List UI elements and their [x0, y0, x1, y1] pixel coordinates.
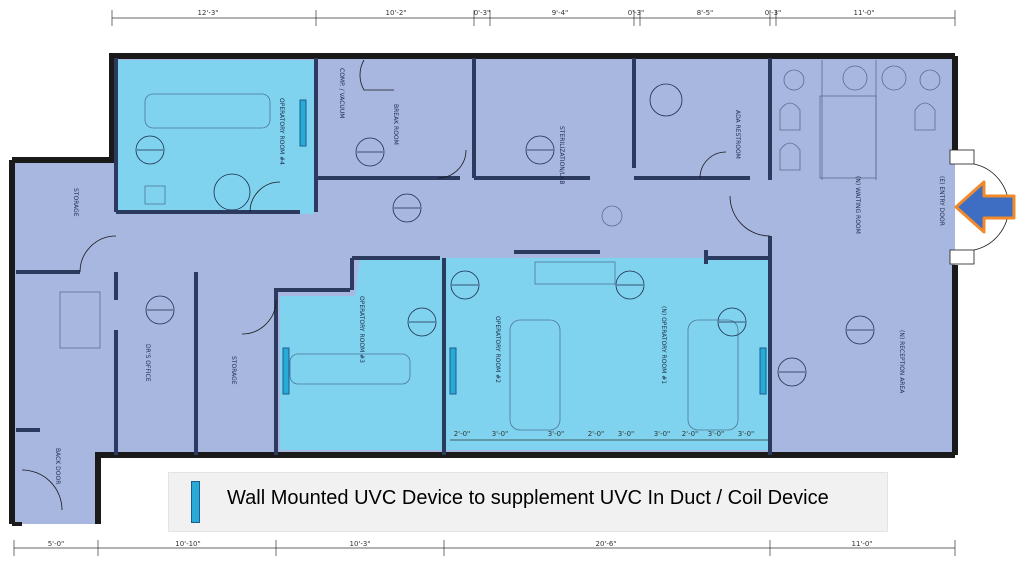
- dim-top-6: 8'-5": [697, 9, 714, 17]
- entry-door-panel-top: [949, 149, 975, 165]
- dim-interior-1: 2'-0": [454, 430, 471, 438]
- room-label-operatory-1: (N) OPERATORY ROOM #1: [660, 306, 667, 384]
- dim-top-1: 12'-3": [197, 9, 218, 17]
- room-label-operatory-2: OPERATORY ROOM #2: [494, 316, 501, 383]
- room-label-sterilization-lab: STERILIZATION/LAB: [558, 126, 565, 184]
- room-label-waiting-room: (N) WAITING ROOM: [854, 176, 861, 234]
- dim-top-2: 10'-2": [385, 9, 406, 17]
- dim-interior-5: 3'-0": [618, 430, 635, 438]
- dim-top-5: 0'-3": [628, 9, 645, 17]
- dim-bottom-4: 20'-6": [595, 540, 616, 548]
- room-label-back-door: BACK DOOR: [54, 448, 61, 484]
- walls: [9, 53, 958, 526]
- uvc-device-icon: [282, 347, 290, 395]
- dimension-lines: [13, 10, 956, 556]
- operatory-4-highlight: [118, 60, 314, 214]
- room-label-operatory-3: OPERATORY ROOM #3: [358, 296, 365, 363]
- dim-top-3: 0'-3": [474, 9, 491, 17]
- uvc-device-icon: [299, 99, 307, 147]
- dim-bottom-2: 10'-10": [175, 540, 200, 548]
- room-label-ada-restroom: ADA RESTROOM: [734, 110, 741, 159]
- dim-interior-6: 3'-0": [654, 430, 671, 438]
- room-label-operatory-4: OPERATORY ROOM #4: [278, 98, 285, 165]
- dim-interior-8: 3'-0": [708, 430, 725, 438]
- room-label-comp-vacuum: COMP. / VACUUM: [338, 68, 345, 118]
- dim-bottom-1: 5'-0": [48, 540, 65, 548]
- uvc-device-icon: [449, 347, 457, 395]
- room-label-break-room: BREAK ROOM: [392, 104, 399, 145]
- entry-arrow-icon: [954, 180, 1016, 234]
- uvc-device-icon: [759, 347, 767, 395]
- dim-top-4: 9'-4": [552, 9, 569, 17]
- dim-interior-4: 2'-0": [588, 430, 605, 438]
- room-label-drs-office: DR'S OFFICE: [144, 344, 151, 382]
- dim-interior-3: 3'-0": [548, 430, 565, 438]
- legend-uvc-swatch-icon: [191, 481, 200, 523]
- dim-top-8: 11'-0": [853, 9, 874, 17]
- dim-bottom-5: 11'-0": [851, 540, 872, 548]
- room-label-storage-mid: STORAGE: [230, 356, 237, 385]
- dim-bottom-3: 10'-3": [349, 540, 370, 548]
- dim-interior-7: 2'-0": [682, 430, 699, 438]
- dim-top-7: 0'-3": [765, 9, 782, 17]
- dim-interior-9: 3'-0": [738, 430, 755, 438]
- room-label-entry-door: (E) ENTRY DOOR: [938, 176, 945, 226]
- fixtures: [59, 60, 941, 431]
- room-label-storage-left: STORAGE: [72, 188, 79, 217]
- legend: Wall Mounted UVC Device to supplement UV…: [168, 472, 888, 532]
- room-label-reception-area: (N) RECEPTION AREA: [898, 330, 905, 394]
- legend-label: Wall Mounted UVC Device to supplement UV…: [227, 487, 829, 509]
- operatory-2-1-highlight: [446, 258, 772, 450]
- entry-door-panel-bottom: [949, 249, 975, 265]
- dim-interior-2: 3'-0": [492, 430, 509, 438]
